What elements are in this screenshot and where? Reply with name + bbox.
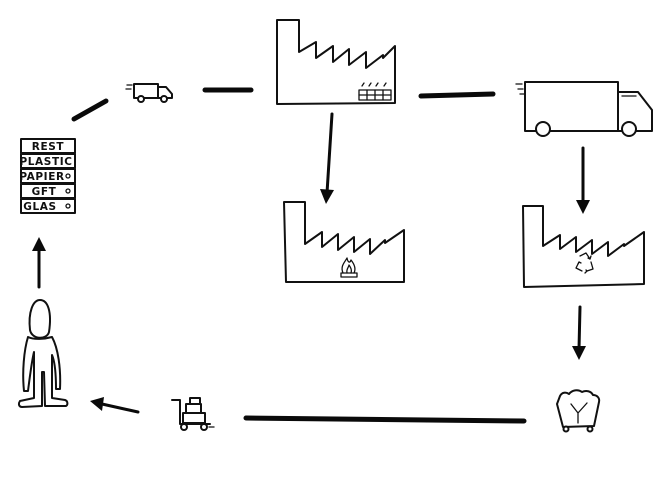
recycling-factory-icon: [522, 205, 645, 288]
bin-label-papier: PAPIER: [19, 171, 64, 183]
sorting-factory-icon: [276, 19, 396, 105]
bin-label-rest: REST: [32, 141, 65, 153]
raw-material-cart-icon: [556, 389, 601, 433]
bin-label-glas: GLAS: [23, 201, 56, 213]
connector-bins-to-small-truck: [71, 98, 109, 122]
sorting-conveyor-icon: [358, 82, 392, 101]
bin-papier-lid-icon: [65, 173, 71, 179]
arrow-big-truck-to-recycling: [576, 146, 590, 214]
bin-glas: [20, 198, 76, 214]
bin-label-gft: GFT: [32, 186, 57, 198]
fire-icon: [340, 257, 358, 278]
incineration-factory-icon: [283, 201, 405, 283]
small-delivery-truck-icon: [125, 83, 173, 103]
arrow-person-to-bins: [32, 237, 46, 289]
large-truck-icon: [515, 81, 653, 137]
arrow-sorting-to-incineration: [320, 112, 334, 204]
connector-raw-material-to-delivery-cart: [243, 415, 527, 424]
arrow-recycling-to-raw-material: [572, 305, 586, 360]
recycle-icon: [575, 252, 594, 274]
arrow-delivery-cart-to-person: [90, 397, 140, 414]
bin-label-plastic: PLASTIC: [19, 156, 72, 168]
person-icon: [17, 299, 69, 408]
connector-sorting-factory-to-big-truck: [418, 91, 496, 99]
sorted-waste-bins-icon: REST PLASTIC PAPIER GFT GLAS: [19, 138, 76, 214]
bin-glas-lid-icon: [65, 203, 71, 209]
bin-gft-lid-icon: [65, 188, 71, 194]
hand-truck-icon: [171, 397, 215, 431]
connectors: [32, 87, 590, 424]
